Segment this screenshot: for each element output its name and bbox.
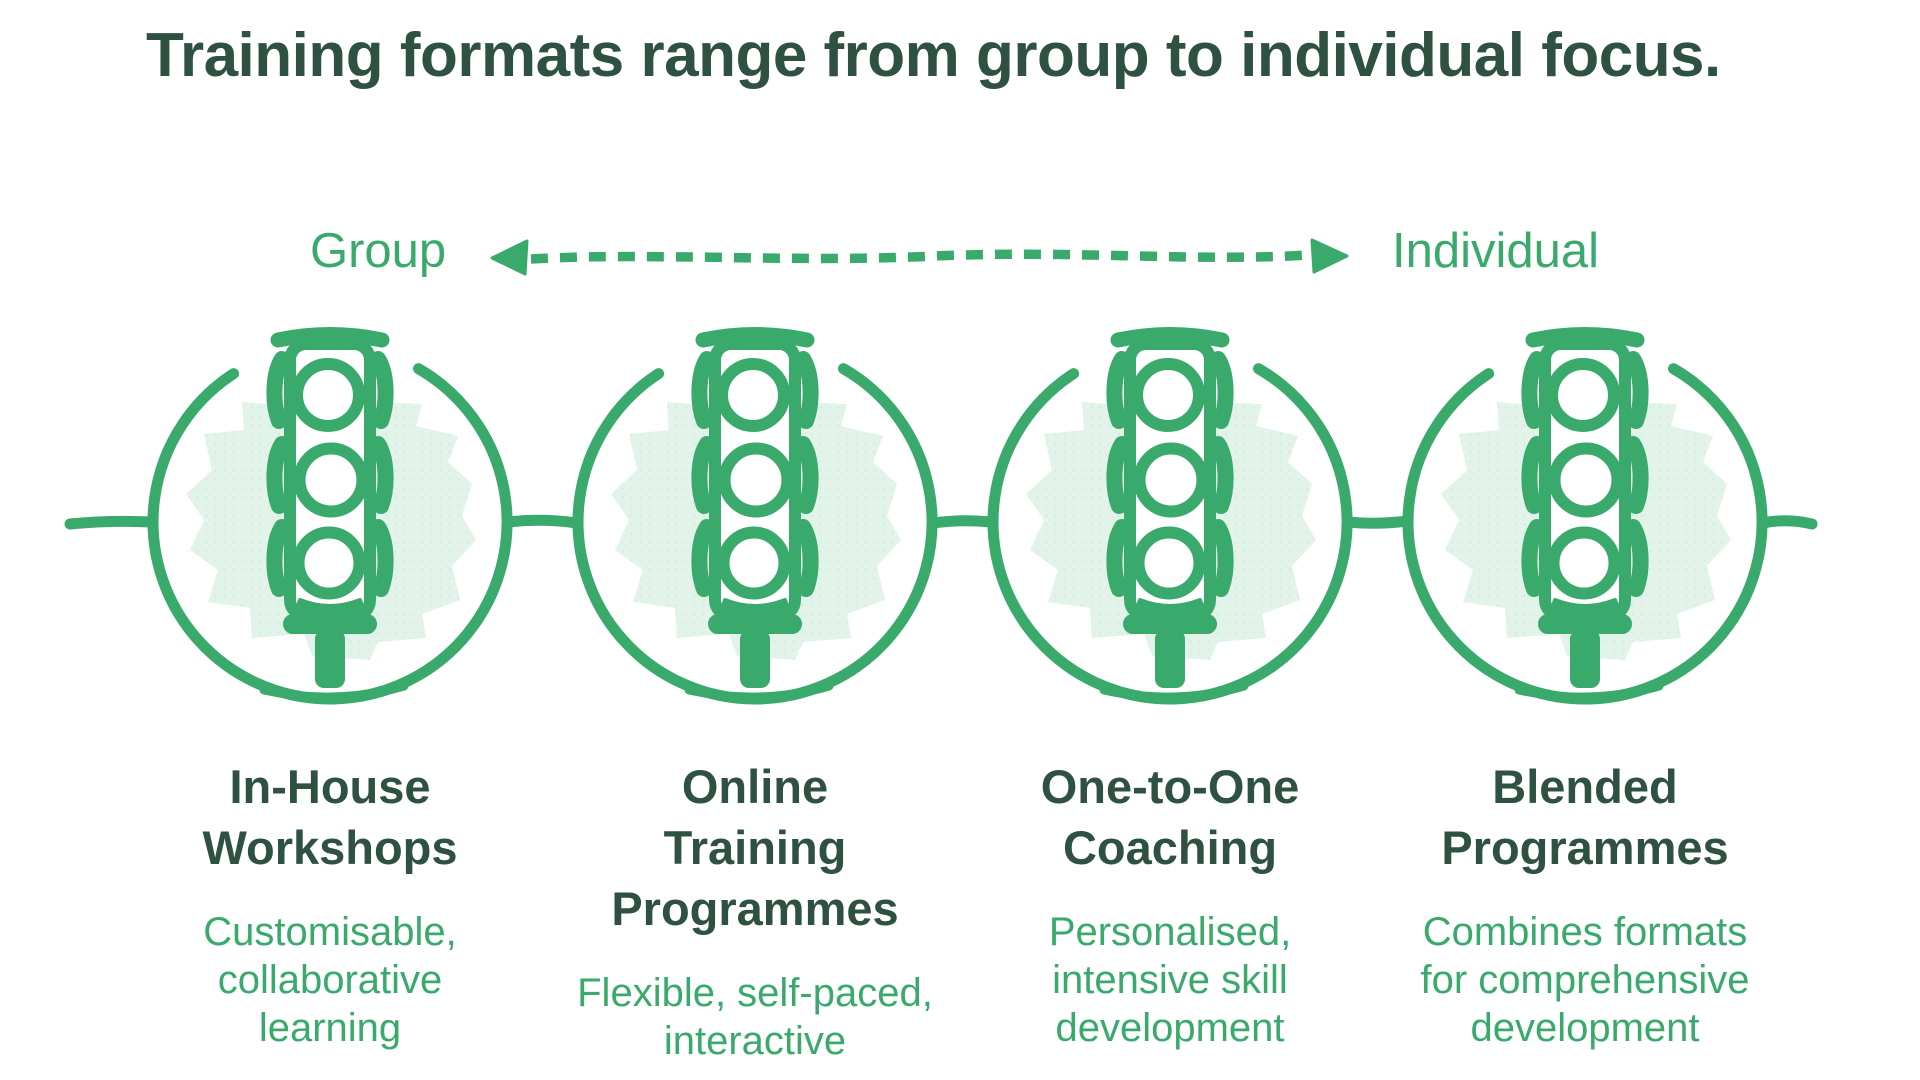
connector-line xyxy=(927,515,998,529)
arrow-right-icon xyxy=(1310,238,1349,274)
arrow-left-icon xyxy=(490,239,529,276)
format-name: In-House Workshops xyxy=(202,760,458,874)
format-description: Flexible, self-paced, interactive xyxy=(577,971,933,1063)
connector-line xyxy=(1342,515,1413,529)
format-description: Customisable, collaborative learning xyxy=(203,910,457,1050)
format-description: Combines formats for comprehensive devel… xyxy=(1420,910,1750,1050)
dashed-line xyxy=(530,249,1310,264)
format-column: One-to-One Coaching Personalised, intens… xyxy=(940,756,1400,1052)
spectrum-label-group: Group xyxy=(310,224,447,278)
format-module-in-house-workshops xyxy=(153,335,507,700)
page-title: Training formats range from group to ind… xyxy=(146,21,1721,90)
format-name: Online Training Programmes xyxy=(611,760,899,935)
format-name: Blended Programmes xyxy=(1441,760,1729,874)
format-column: In-House Workshops Customisable, collabo… xyxy=(100,756,560,1052)
connector-line xyxy=(1757,515,1818,530)
spectrum-label-individual: Individual xyxy=(1392,224,1600,278)
format-description: Personalised, intensive skill developmen… xyxy=(1048,910,1292,1050)
format-name: One-to-One Coaching xyxy=(1040,760,1300,874)
format-module-online-training-programmes xyxy=(578,335,932,700)
format-column: Blended Programmes Combines formats for … xyxy=(1355,756,1815,1052)
format-module-one-to-one-coaching xyxy=(993,335,1347,700)
connector-line xyxy=(502,514,583,529)
spectrum-arrow xyxy=(490,238,1349,276)
format-module-blended-programmes xyxy=(1408,335,1762,700)
connector-line xyxy=(64,515,158,530)
format-column: Online Training Programmes Flexible, sel… xyxy=(525,756,985,1065)
